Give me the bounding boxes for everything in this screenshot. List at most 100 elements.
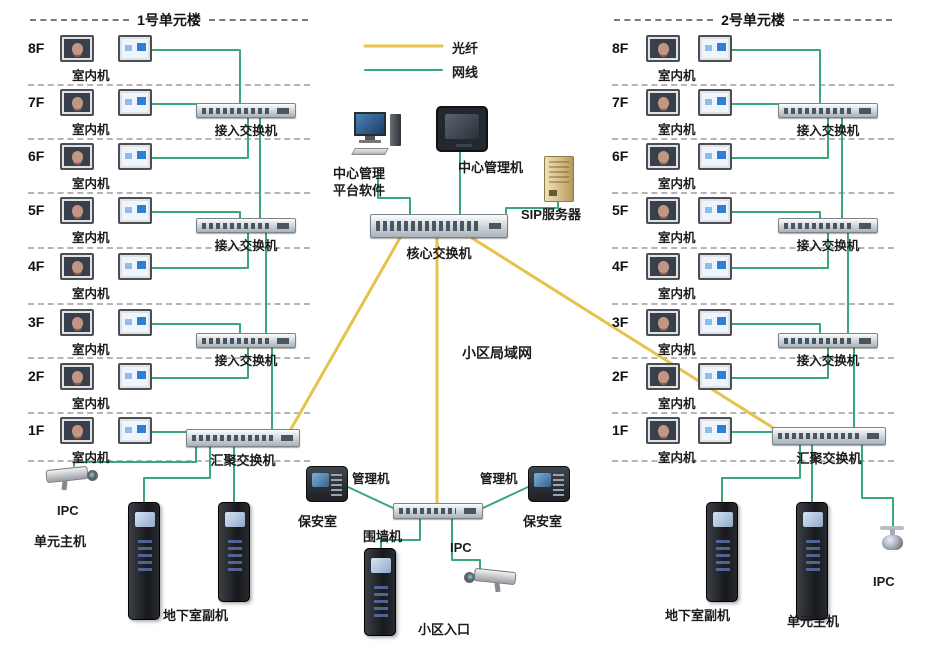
access-switch (778, 333, 878, 348)
floor-row: 3F 室内机 (28, 306, 188, 357)
indoor-unit-label: 室内机 (658, 343, 696, 357)
ipc-bullet-camera (42, 462, 100, 494)
indoor-unit-monitor (698, 363, 732, 390)
manager-machine-label: 管理机 (480, 472, 518, 486)
indoor-unit-monitor (60, 253, 94, 280)
pc-base-part (359, 140, 381, 143)
access-switch-label: 接入交换机 (214, 124, 278, 138)
floor-separator (28, 303, 310, 305)
access-switch-label: 接入交换机 (796, 354, 860, 368)
ipc-label: IPC (450, 540, 472, 555)
floor-row: 1F 室内机 (28, 414, 188, 465)
indoor-unit-monitor (698, 143, 732, 170)
cable-line (721, 444, 801, 505)
basement-sub-door-station (706, 502, 738, 602)
management-platform-label-line2: 平台软件 (332, 182, 385, 198)
access-switch-label: 接入交换机 (796, 239, 860, 253)
unit-main-station-label: 单元主机 (34, 534, 87, 549)
indoor-unit-label: 室内机 (658, 123, 696, 137)
indoor-unit-label: 室内机 (72, 69, 110, 83)
access-switch-label: 接入交换机 (214, 354, 278, 368)
floor-separator (612, 412, 894, 414)
floor-separator (612, 84, 894, 86)
cable-line (731, 347, 829, 379)
floor-separator (612, 303, 894, 305)
guard-room-intercom (528, 466, 570, 502)
cable-line (151, 232, 249, 269)
floor-label: 6F (612, 148, 629, 164)
indoor-unit-label: 室内机 (72, 123, 110, 137)
access-switch (196, 218, 296, 233)
indoor-unit-label: 室内机 (658, 69, 696, 83)
indoor-unit-label: 室内机 (658, 397, 696, 411)
cable-line (451, 518, 481, 571)
indoor-unit-monitor (118, 417, 152, 444)
building-title-text: 1号单元楼 (137, 12, 201, 28)
indoor-unit-monitor (118, 253, 152, 280)
camera-dome-part (882, 535, 903, 550)
floor-row: 2F 室内机 (612, 360, 772, 411)
floor-label: 7F (28, 94, 45, 110)
aggregation-switch-label: 汇聚交换机 (210, 453, 276, 468)
indoor-unit-monitor (60, 309, 94, 336)
fiber-line (470, 236, 777, 431)
indoor-unit-label: 室内机 (72, 397, 110, 411)
camera-arm-part (880, 526, 904, 530)
floor-label: 3F (612, 314, 629, 330)
floor-row: 8F 室内机 (28, 32, 188, 83)
camera-mount-part (494, 582, 501, 593)
cable-line (505, 201, 559, 215)
cable-line (731, 232, 829, 269)
indoor-unit-monitor (118, 197, 152, 224)
indoor-unit-label: 室内机 (658, 231, 696, 245)
access-switch (196, 333, 296, 348)
floor-label: 3F (28, 314, 45, 330)
floor-label: 2F (28, 368, 45, 384)
floor-label: 8F (612, 40, 629, 56)
guard-room-intercom (306, 466, 348, 502)
aggregation-switch-label: 汇聚交换机 (796, 451, 862, 466)
floor-label: 7F (612, 94, 629, 110)
indoor-unit-monitor (118, 363, 152, 390)
indoor-unit-label: 室内机 (72, 231, 110, 245)
building-title-right: 2号单元楼 (614, 10, 893, 30)
pc-keyboard-part (351, 148, 389, 155)
floor-row: 3F 室内机 (612, 306, 772, 357)
indoor-unit-monitor (60, 197, 94, 224)
cable-line (731, 117, 829, 159)
dashed-rule (614, 19, 714, 21)
fiber-line (289, 236, 402, 431)
floor-separator (28, 192, 310, 194)
indoor-unit-monitor (698, 253, 732, 280)
floor-row: 5F 室内机 (28, 194, 188, 245)
indoor-unit-label: 室内机 (72, 451, 110, 465)
basement-sub-door-station (218, 502, 250, 602)
floor-row: 4F 室内机 (28, 250, 188, 301)
indoor-unit-label: 室内机 (658, 177, 696, 191)
cable-line (347, 486, 394, 509)
sip-server (544, 156, 574, 202)
central-management-machine (436, 106, 488, 152)
ipc-label: IPC (873, 574, 895, 589)
aggregation-switch (186, 429, 300, 447)
floor-label: 1F (28, 422, 45, 438)
guard-room-label: 保安室 (523, 514, 563, 529)
indoor-unit-label: 室内机 (72, 287, 110, 301)
floor-row: 6F 室内机 (28, 140, 188, 191)
indoor-unit-monitor (698, 35, 732, 62)
access-switch (196, 103, 296, 118)
dashed-rule (208, 19, 309, 21)
cable-line (377, 169, 411, 215)
indoor-unit-monitor (646, 35, 680, 62)
ipc-bullet-camera (462, 564, 520, 596)
floor-row: 6F 室内机 (612, 140, 772, 191)
indoor-unit-monitor (118, 143, 152, 170)
floor-label: 5F (28, 202, 45, 218)
indoor-unit-monitor (698, 309, 732, 336)
wall-machine-label: 围墙机 (363, 529, 403, 544)
aggregation-switch (772, 427, 886, 445)
pc-stand-part (365, 136, 375, 140)
camera-lens-part (87, 470, 98, 481)
floor-label: 5F (612, 202, 629, 218)
